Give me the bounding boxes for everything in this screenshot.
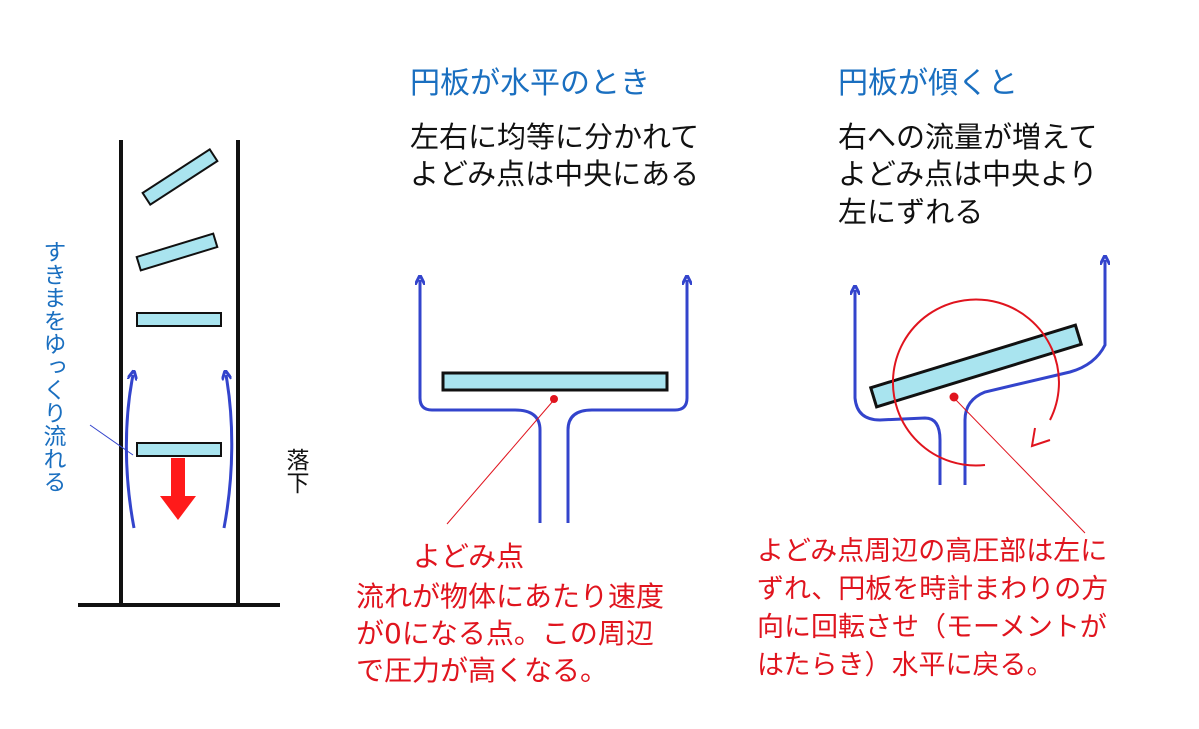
- slow-flow-pointer: [89, 424, 134, 456]
- right-note-line4: はたらき）水平に戻る。: [757, 650, 1054, 681]
- slow-flow-arrow-right: [224, 375, 234, 529]
- middle-desc-line2: よどみ点は中央にある: [410, 157, 700, 191]
- middle-note-line2: が0になる点。この周辺: [356, 617, 654, 650]
- disk-level-falling: [136, 442, 222, 457]
- right-note-line2: ずれ、円板を時計まわりの方: [757, 574, 1109, 605]
- slow-flow-arrow-left: [124, 375, 134, 529]
- middle-note-line1: 流れが物体にあたり速度: [356, 580, 665, 613]
- right-desc-line3: 左にずれる: [838, 195, 984, 229]
- middle-flow-right-outer: [566, 290, 689, 523]
- middle-note-title: よどみ点: [413, 540, 525, 573]
- right-title: 円板が傾くと: [838, 66, 1018, 101]
- fall-arrow: [160, 458, 196, 520]
- right-stagnation-point: [949, 392, 959, 402]
- right-desc-line2: よどみ点は中央より: [838, 157, 1098, 191]
- middle-flow: [420, 280, 687, 523]
- fall-label: 落下: [282, 448, 308, 494]
- right-note-pointer: [954, 398, 1086, 534]
- right-flow-right: [963, 270, 1107, 485]
- right-note-line3: 向に回転させ（モーメントが: [757, 612, 1107, 643]
- middle-note-pointer: [446, 400, 554, 525]
- disk-tilted-1: [141, 147, 219, 207]
- moment-circle: [892, 298, 1060, 467]
- right-disk-tilted: [868, 323, 1084, 409]
- middle-note-line3: で圧力が高くなる。: [356, 654, 609, 687]
- right-desc-line1: 右への流量が増えて: [838, 120, 1098, 154]
- disk-sequence: [135, 147, 222, 457]
- right-note-line1: よどみ点周辺の高圧部は左に: [757, 536, 1108, 567]
- disk-tilted-2: [135, 232, 219, 272]
- tube: [78, 140, 280, 607]
- moment-arrow-head: [1030, 427, 1051, 448]
- middle-title: 円板が水平のとき: [410, 66, 650, 101]
- middle-disk: [441, 371, 669, 392]
- disk-level-1: [136, 312, 222, 327]
- middle-flow-left-outer: [418, 290, 542, 523]
- middle-desc-line1: 左右に均等に分かれて: [410, 120, 700, 154]
- slow-flow-label: すきまをゆっくり流れる: [39, 240, 65, 493]
- middle-stagnation-point: [550, 395, 558, 403]
